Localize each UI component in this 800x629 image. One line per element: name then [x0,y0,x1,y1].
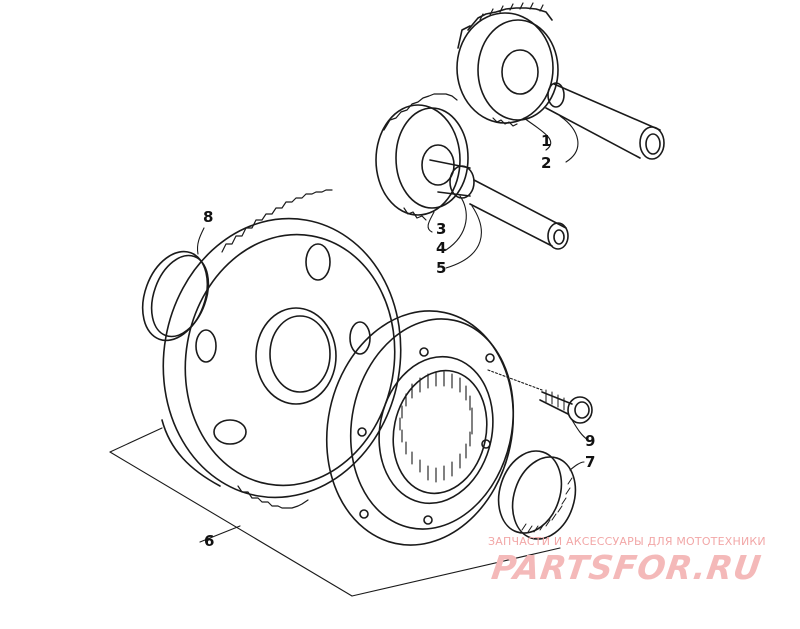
watermark-logo: PARTSFOR.RU [489,548,765,587]
needle-bearing [497,450,577,540]
callout-4: 4 [436,239,447,257]
upper-shaft [545,82,665,160]
middle-shaft [429,159,569,250]
callout-8: 8 [203,208,214,226]
callout-5: 5 [436,259,447,277]
middle-idler-gear [375,93,469,221]
clutch-housing [325,310,515,546]
callout-3: 3 [436,220,447,238]
bolt [539,389,593,424]
callout-1: 1 [541,132,552,150]
leader-lines [109,115,589,597]
thrust-washer [141,250,210,342]
large-starter-gear [161,189,402,509]
upper-idler-gear [456,2,559,127]
callout-7: 7 [585,453,596,471]
watermark-tagline: ЗАПЧАСТИ И АКСЕССУАРЫ ДЛЯ МОТОТЕХНИКИ [488,535,766,548]
callout-6: 6 [204,532,215,550]
callout-9: 9 [585,432,596,450]
callout-2: 2 [541,154,552,172]
